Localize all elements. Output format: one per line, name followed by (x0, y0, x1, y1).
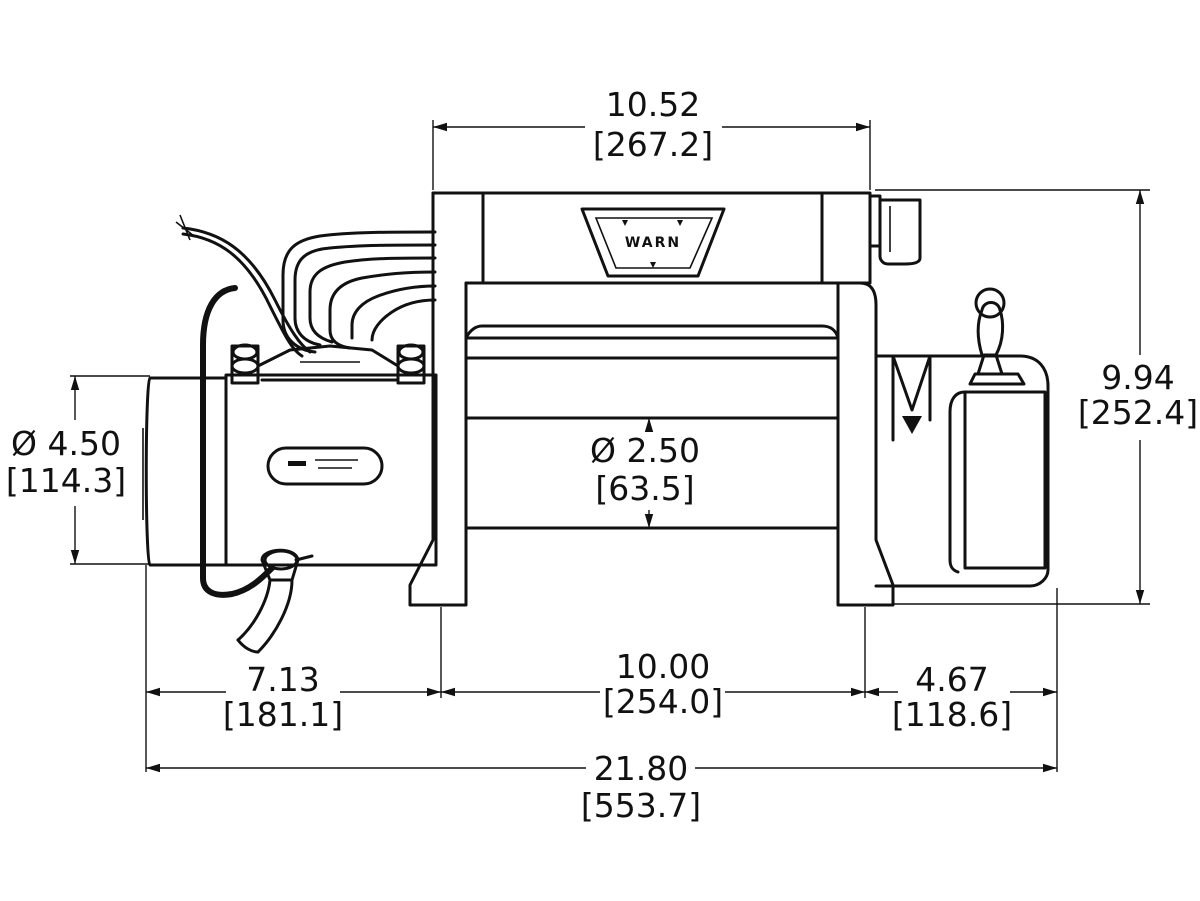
dim-mount-spacing: 10.00 [254.0] (441, 647, 865, 721)
dim-mount-to-end-mm: [118.6] (892, 695, 1012, 734)
solenoid-connector (868, 194, 922, 266)
dim-overall-length: 21.80 [553.7] (146, 749, 1057, 825)
dim-drum-diameter: Ø 2.50 [63.5] (590, 418, 700, 528)
winch-body: WARN (142, 191, 1050, 654)
gear-housing (874, 354, 1050, 588)
dim-drum-bracket-width: 10.52 [267.2] (432, 85, 871, 190)
motor-end-cap (144, 376, 228, 567)
dim-drum-diameter-mm: [63.5] (595, 469, 694, 508)
dim-overall-height: 9.94 [252.4] (875, 189, 1198, 605)
dim-mount-to-end-in: 4.67 (915, 660, 988, 699)
dim-drum-bracket-width-mm: [267.2] (593, 125, 713, 164)
dim-overall-height-in: 9.94 (1101, 358, 1174, 397)
dim-drum-bracket-width-in: 10.52 (606, 85, 700, 124)
cable-drum (464, 336, 840, 530)
dim-overall-length-in: 21.80 (594, 749, 688, 788)
dim-mount-to-end: 4.67 [118.6] (865, 660, 1057, 734)
terminal-posts (230, 343, 426, 385)
warn-logo-badge: WARN (580, 207, 726, 278)
dim-drum-diameter-in: Ø 2.50 (590, 431, 700, 470)
dim-motor-to-mount-mm: [181.1] (223, 695, 343, 734)
dim-motor-diameter-in: Ø 4.50 (11, 424, 121, 463)
dim-mount-spacing-mm: [254.0] (603, 682, 723, 721)
dim-motor-to-mount-in: 7.13 (246, 660, 319, 699)
motor-housing (224, 373, 438, 567)
ground-wire (200, 285, 275, 598)
warn-logo-text: WARN (625, 235, 681, 251)
motor-label-plate (266, 446, 384, 486)
tie-plate (431, 191, 872, 377)
dim-overall-length-mm: [553.7] (581, 786, 701, 825)
dim-mount-spacing-in: 10.00 (616, 647, 710, 686)
dim-motor-diameter-mm: [114.3] (6, 461, 126, 500)
control-cables (175, 214, 437, 358)
bottom-cable-lug (236, 548, 314, 654)
dim-overall-height-mm: [252.4] (1078, 393, 1198, 432)
dim-motor-diameter: Ø 4.50 [114.3] (6, 375, 150, 565)
dim-motor-to-mount: 7.13 [181.1] (146, 660, 441, 734)
dimension-annotations: 10.52 [267.2] 9.94 [252.4] Ø 4.50 [114.3… (6, 85, 1198, 825)
clutch-lever (968, 287, 1026, 386)
